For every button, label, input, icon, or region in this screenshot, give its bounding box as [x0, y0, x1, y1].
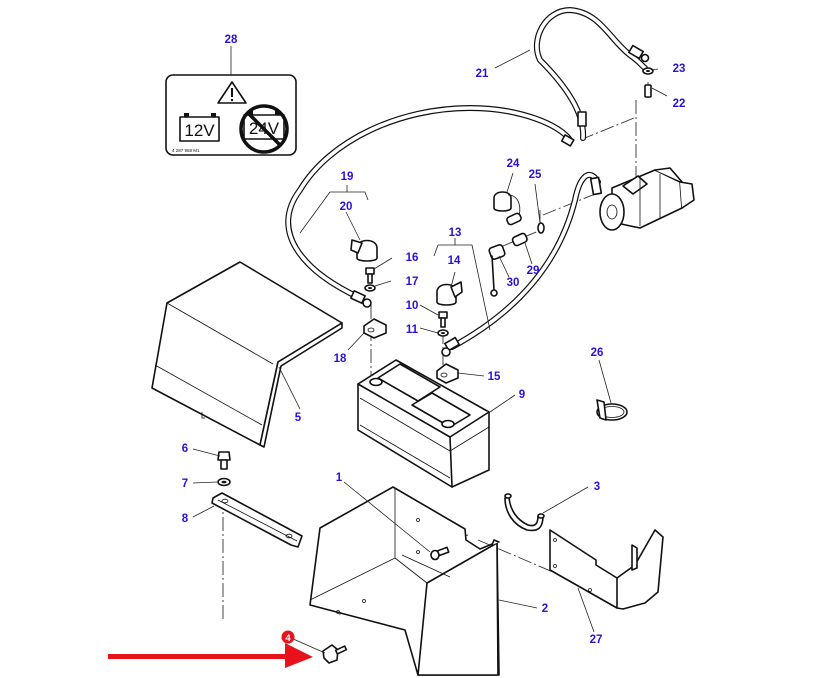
decal-code: 4 287 968 M1: [172, 148, 200, 153]
callout-8[interactable]: 8: [182, 513, 189, 525]
callout-19[interactable]: 19: [341, 171, 354, 183]
bolt-10[interactable]: [438, 311, 448, 328]
callout-13[interactable]: 13: [449, 227, 462, 239]
terminal-clamp-18[interactable]: [363, 318, 387, 339]
callout-15[interactable]: 15: [488, 371, 501, 383]
terminal-cap-20[interactable]: [350, 239, 378, 262]
battery-cover[interactable]: [151, 261, 343, 448]
callout-28[interactable]: 28: [225, 34, 238, 46]
bracket-27[interactable]: [549, 529, 664, 610]
cap-24[interactable]: [493, 191, 522, 226]
battery-tray-2[interactable]: [309, 486, 500, 676]
decal-12v-text: 12V: [184, 121, 215, 140]
hose-clip-26[interactable]: [596, 399, 628, 421]
callout-27[interactable]: 27: [590, 634, 603, 646]
callout-6[interactable]: 6: [182, 443, 188, 455]
callout-3[interactable]: 3: [594, 481, 600, 493]
cap-30[interactable]: [488, 244, 506, 297]
washer-11[interactable]: [437, 329, 449, 337]
callout-10[interactable]: 10: [406, 300, 419, 312]
cable-21: [533, 6, 650, 141]
callout-21[interactable]: 21: [476, 68, 489, 80]
battery-12v-icon: 12V: [179, 113, 220, 142]
starter-motor[interactable]: [599, 167, 695, 231]
washer-7[interactable]: [217, 477, 231, 487]
callout-26[interactable]: 26: [591, 347, 604, 359]
wing-nut-4[interactable]: [322, 644, 348, 664]
leader-lines: [192, 46, 668, 654]
callout-9[interactable]: 9: [519, 389, 525, 401]
callout-30[interactable]: 30: [507, 277, 520, 289]
callout-1[interactable]: 1: [336, 472, 343, 484]
cable-19: [285, 104, 575, 308]
callout-5[interactable]: 5: [295, 412, 302, 424]
callout-16[interactable]: 16: [406, 252, 419, 264]
callout-24[interactable]: 24: [507, 158, 520, 170]
washer-17[interactable]: [364, 284, 376, 292]
callout-labels: 28 21 23 22 19 20 24 25 29 30 13 14 16 1…: [182, 34, 686, 646]
terminal-cap-14[interactable]: [436, 281, 463, 306]
warning-triangle-icon: [217, 81, 247, 104]
bolt-6[interactable]: [217, 451, 231, 470]
callout-7[interactable]: 7: [182, 478, 188, 490]
callout-18[interactable]: 18: [334, 353, 347, 365]
prohibited-24v-icon: 24V: [239, 104, 289, 154]
bolt-16[interactable]: [365, 267, 375, 284]
washer-23[interactable]: [642, 67, 654, 75]
highlight-arrow: [108, 643, 313, 668]
nut-29[interactable]: [511, 232, 528, 247]
callout-29[interactable]: 29: [527, 265, 540, 277]
terminal-clamp-15[interactable]: [436, 363, 459, 384]
warning-decal[interactable]: 12V 24V 4 287 968 M1: [165, 74, 297, 156]
battery-9[interactable]: [357, 359, 490, 488]
callout-22[interactable]: 22: [673, 98, 686, 110]
cable-13: [441, 171, 603, 357]
callout-11[interactable]: 11: [406, 324, 419, 336]
callout-25[interactable]: 25: [529, 169, 542, 181]
clamp-bar-8[interactable]: [211, 492, 303, 548]
highlight-badge-4[interactable]: 4: [281, 630, 295, 645]
bolt-22[interactable]: [644, 84, 652, 98]
hook-3[interactable]: [504, 493, 545, 532]
washer-25[interactable]: [537, 222, 545, 234]
highlight-badge-text: 4: [285, 633, 291, 644]
screw-1[interactable]: [430, 546, 450, 561]
callout-14[interactable]: 14: [448, 255, 461, 267]
callout-20[interactable]: 20: [340, 201, 353, 213]
callout-23[interactable]: 23: [673, 63, 686, 75]
callout-2[interactable]: 2: [542, 603, 548, 615]
callout-17[interactable]: 17: [406, 276, 419, 288]
